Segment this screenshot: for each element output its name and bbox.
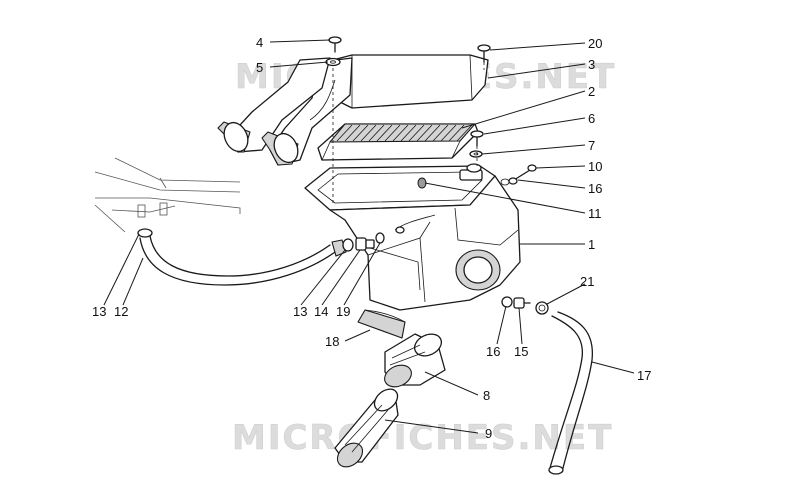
callout-17: 17	[637, 368, 651, 383]
breather-hose-12	[137, 228, 347, 286]
clamp-21	[535, 301, 549, 315]
callout-11: 11	[588, 206, 602, 221]
callout-13-left: 13	[92, 304, 106, 319]
washer-16-lower	[501, 296, 513, 308]
callout-3: 3	[588, 57, 595, 72]
washer-19	[375, 232, 385, 244]
fitting-15	[513, 297, 531, 309]
callout-15: 15	[514, 344, 528, 359]
washer-7	[469, 150, 483, 158]
assembly-guides	[332, 62, 485, 205]
screw-6	[470, 130, 484, 147]
fitting-14	[355, 237, 375, 251]
sleeve-18	[357, 309, 406, 339]
callout-1: 1	[588, 237, 595, 252]
clamp-13-right	[342, 238, 354, 252]
drain-hose-17	[548, 311, 593, 475]
callout-8: 8	[483, 388, 490, 403]
washer-16-upper	[508, 177, 518, 185]
callout-20: 20	[588, 36, 602, 51]
screw-10	[513, 164, 537, 181]
air-box	[304, 163, 521, 311]
filter-pleats	[336, 124, 473, 142]
small-fitting	[395, 226, 405, 234]
callout-7: 7	[588, 138, 595, 153]
callout-6: 6	[588, 111, 595, 126]
callout-5: 5	[256, 60, 263, 75]
callout-labels: 4 5 20 3 2 6 7 10 16 11 1 21 17 16 15 8 …	[92, 35, 651, 441]
watermark-bottom: MICROFICHES.NET	[232, 418, 613, 458]
intake-duct-8	[384, 333, 446, 388]
callout-leaders	[103, 39, 635, 434]
callout-13-right: 13	[293, 304, 307, 319]
callout-14: 14	[314, 304, 328, 319]
frame-context	[94, 157, 241, 233]
callout-16-lower: 16	[486, 344, 500, 359]
callout-21: 21	[580, 274, 594, 289]
callout-19: 19	[336, 304, 350, 319]
callout-16-upper: 16	[588, 181, 602, 196]
intake-cover	[217, 54, 489, 166]
screw-4	[328, 36, 342, 53]
washer-5	[325, 57, 341, 67]
callout-2: 2	[588, 84, 595, 99]
callout-4: 4	[256, 35, 263, 50]
callout-18: 18	[325, 334, 339, 349]
callout-12: 12	[114, 304, 128, 319]
air-filter-element	[317, 123, 479, 161]
callout-10: 10	[588, 159, 602, 174]
intake-boot-9	[334, 388, 399, 468]
callout-9: 9	[485, 426, 492, 441]
screw-20	[477, 44, 491, 63]
